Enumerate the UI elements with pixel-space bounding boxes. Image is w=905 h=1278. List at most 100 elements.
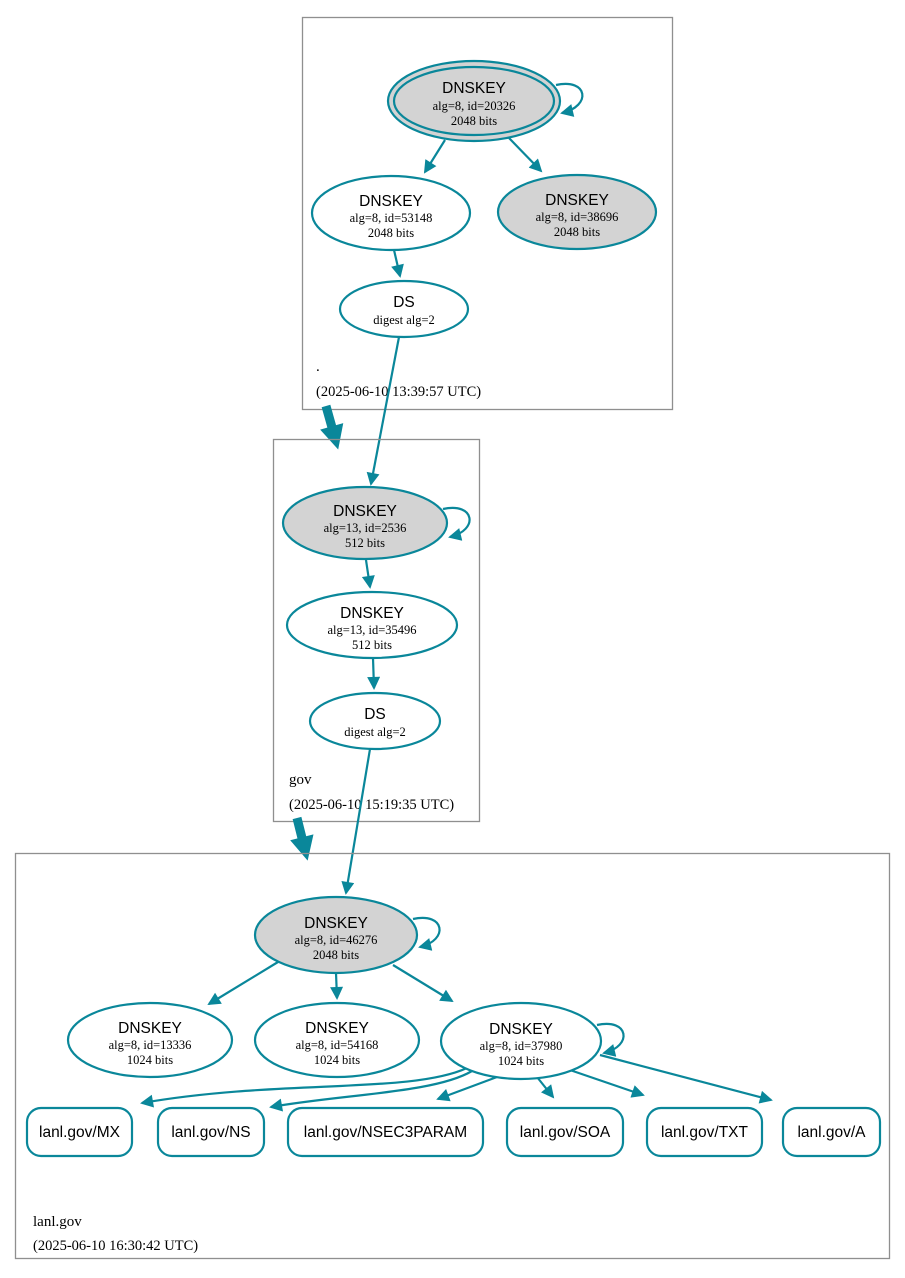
node-root-standby-ellipse — [496, 173, 658, 251]
rrset-soa-label: lanl.gov/SOA — [520, 1124, 611, 1141]
node-lanl-ksk-ellipse — [253, 895, 419, 975]
node-root-ds-title: DS — [393, 294, 415, 311]
zone-lanl-label: lanl.gov — [33, 1214, 82, 1230]
zone-root-timestamp: (2025-06-10 13:39:57 UTC) — [316, 384, 481, 400]
node-lanl-zsk2-detail2: 1024 bits — [314, 1053, 360, 1067]
node-lanl-zsk3-ellipse — [439, 1001, 603, 1081]
node-root-ds: DS digest alg=2 — [338, 279, 470, 339]
rrset-soa-rect — [505, 1106, 625, 1158]
node-root-zsk: DNSKEY alg=8, id=53148 2048 bits — [310, 174, 472, 252]
node-root-ksk-inner-ellipse — [392, 65, 556, 137]
node-gov-ksk-detail2: 512 bits — [345, 536, 385, 550]
edge-root-zsk-to-ds — [391, 249, 404, 278]
node-root-standby-title: DNSKEY — [545, 192, 609, 209]
rrset-txt: lanl.gov/TXT — [645, 1106, 764, 1158]
node-gov-ksk-title: DNSKEY — [333, 503, 397, 520]
node-lanl-zsk2: DNSKEY alg=8, id=54168 1024 bits — [253, 1001, 421, 1079]
node-gov-ds-detail1: digest alg=2 — [344, 725, 406, 739]
node-lanl-zsk3: DNSKEY alg=8, id=37980 1024 bits — [439, 1001, 603, 1081]
rrset-ns-label: lanl.gov/NS — [171, 1124, 250, 1141]
node-lanl-zsk3-detail2: 1024 bits — [498, 1054, 544, 1068]
zone-lanl-box — [14, 852, 891, 1260]
node-gov-ksk: DNSKEY alg=13, id=2536 512 bits — [281, 485, 449, 561]
zone-lanl: DNSKEY alg=8, id=46276 2048 bits DNSKEY … — [14, 852, 891, 1260]
rrset-txt-label: lanl.gov/TXT — [661, 1124, 749, 1141]
rrset-a-rect — [781, 1106, 882, 1158]
rrset-txt-rect — [645, 1106, 764, 1158]
node-gov-zsk-detail1: alg=13, id=35496 — [327, 623, 416, 637]
node-root-standby-detail1: alg=8, id=38696 — [536, 210, 619, 224]
zone-root: DNSKEY alg=8, id=20326 2048 bits DNSKEY … — [301, 16, 674, 411]
node-lanl-ksk-detail2: 2048 bits — [313, 948, 359, 962]
edge-root-ksk-to-zsk — [423, 139, 446, 174]
rrset-a-label: lanl.gov/A — [797, 1124, 866, 1141]
edge-lanl-zsk3-to-soa — [536, 1076, 555, 1099]
edge-lanl-zsk3-to-mx — [140, 1066, 468, 1108]
node-root-zsk-title: DNSKEY — [359, 193, 423, 210]
node-root-ksk-outer-ellipse — [386, 59, 562, 143]
node-gov-zsk-detail2: 512 bits — [352, 638, 392, 652]
node-root-zsk-detail2: 2048 bits — [368, 226, 414, 240]
node-lanl-ksk: DNSKEY alg=8, id=46276 2048 bits — [253, 895, 419, 975]
zone-gov-label: gov — [289, 772, 312, 788]
node-gov-ksk-ellipse — [281, 485, 449, 561]
edge-gov-zone-to-lanl-zone — [290, 816, 314, 861]
edge-lanl-zsk3-to-ns — [269, 1070, 473, 1112]
edge-root-ksk-to-standby — [508, 137, 543, 173]
edge-lanl-ksk-to-zsk2 — [330, 972, 344, 1000]
node-gov-ksk-detail1: alg=13, id=2536 — [324, 521, 407, 535]
node-root-ksk: DNSKEY alg=8, id=20326 2048 bits — [386, 59, 562, 143]
node-lanl-zsk1-ellipse — [66, 1001, 234, 1079]
rrset-soa: lanl.gov/SOA — [505, 1106, 625, 1158]
rrset-mx-label: lanl.gov/MX — [39, 1124, 121, 1141]
node-gov-ds: DS digest alg=2 — [308, 691, 442, 751]
node-root-ksk-detail2: 2048 bits — [451, 114, 497, 128]
node-root-standby-detail2: 2048 bits — [554, 225, 600, 239]
rrset-ns: lanl.gov/NS — [156, 1106, 266, 1158]
node-lanl-zsk1: DNSKEY alg=8, id=13336 1024 bits — [66, 1001, 234, 1079]
rrset-mx: lanl.gov/MX — [25, 1106, 134, 1158]
edge-gov-ksk-selfloop — [442, 506, 471, 541]
node-lanl-zsk1-detail2: 1024 bits — [127, 1053, 173, 1067]
edge-root-ds-to-gov-ksk — [366, 336, 401, 486]
node-root-ds-ellipse — [338, 279, 470, 339]
node-lanl-zsk2-title: DNSKEY — [305, 1020, 369, 1037]
node-lanl-zsk3-title: DNSKEY — [489, 1021, 553, 1038]
node-root-ds-detail1: digest alg=2 — [373, 313, 435, 327]
node-lanl-zsk1-detail1: alg=8, id=13336 — [109, 1038, 192, 1052]
node-gov-ds-ellipse — [308, 691, 442, 751]
node-lanl-zsk2-detail1: alg=8, id=54168 — [296, 1038, 379, 1052]
node-lanl-zsk1-title: DNSKEY — [118, 1020, 182, 1037]
node-root-ksk-title: DNSKEY — [442, 80, 506, 97]
node-root-ksk-detail1: alg=8, id=20326 — [433, 99, 516, 113]
edge-root-ksk-selfloop — [555, 82, 584, 117]
node-root-zsk-ellipse — [310, 174, 472, 252]
edge-root-zone-to-gov-zone — [320, 404, 344, 450]
edge-gov-zsk-to-ds — [367, 657, 381, 690]
rrset-a: lanl.gov/A — [781, 1106, 882, 1158]
rrset-mx-rect — [25, 1106, 134, 1158]
rrset-ns-rect — [156, 1106, 266, 1158]
node-gov-zsk-title: DNSKEY — [340, 605, 404, 622]
node-root-standby-key: DNSKEY alg=8, id=38696 2048 bits — [496, 173, 658, 251]
node-root-zsk-detail1: alg=8, id=53148 — [350, 211, 433, 225]
edge-lanl-zsk3-to-nsec3param — [436, 1075, 498, 1102]
edge-gov-ds-to-lanl-ksk — [341, 748, 372, 895]
zone-lanl-timestamp: (2025-06-10 16:30:42 UTC) — [33, 1238, 198, 1254]
zone-root-label: . — [316, 359, 320, 375]
edge-lanl-ksk-to-zsk3 — [392, 964, 454, 1003]
node-lanl-ksk-detail1: alg=8, id=46276 — [295, 933, 378, 947]
edge-lanl-zsk3-to-txt — [566, 1067, 645, 1098]
edge-lanl-zsk3-selfloop — [596, 1022, 625, 1057]
node-gov-zsk: DNSKEY alg=13, id=35496 512 bits — [285, 590, 459, 660]
rrset-nsec3param: lanl.gov/NSEC3PARAM — [286, 1106, 485, 1158]
rrset-nsec3param-rect — [286, 1106, 485, 1158]
node-lanl-zsk2-ellipse — [253, 1001, 421, 1079]
edge-gov-ksk-to-zsk — [361, 559, 375, 589]
zone-gov-box — [272, 438, 481, 823]
node-lanl-ksk-title: DNSKEY — [304, 915, 368, 932]
edge-lanl-ksk-to-zsk1 — [207, 961, 279, 1006]
node-gov-ds-title: DS — [364, 706, 386, 723]
zone-root-box — [301, 16, 674, 411]
